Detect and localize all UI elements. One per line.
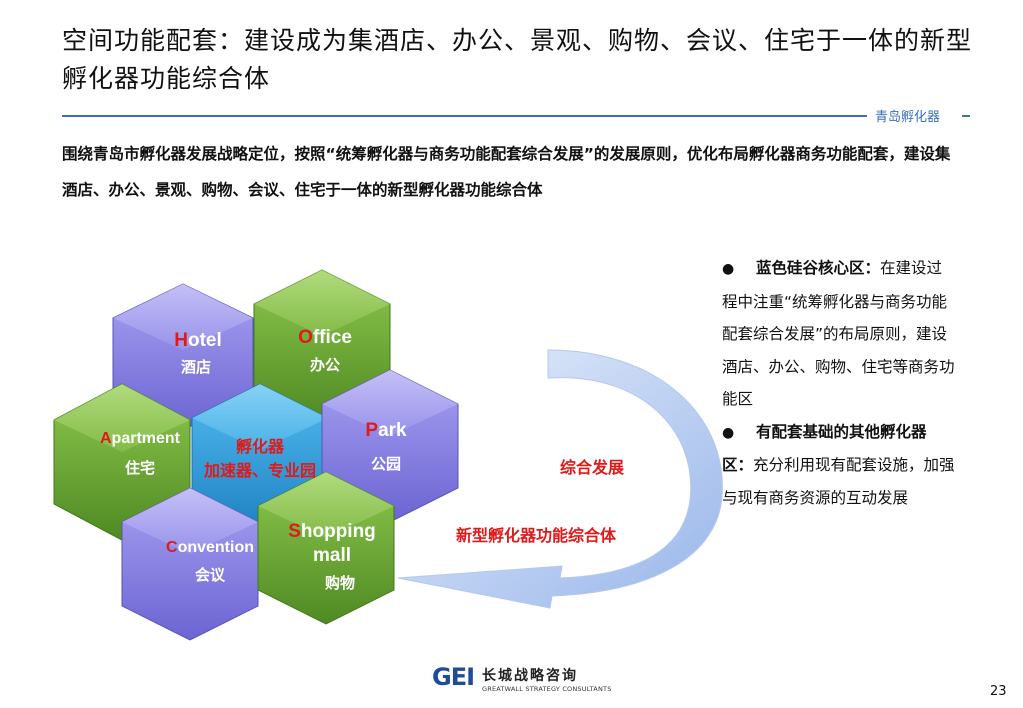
- logo-en-text: GREATWALL STRATEGY CONSULTANTS: [482, 685, 612, 693]
- apartment-cn-label: 住宅: [125, 459, 155, 477]
- hex-apartment: [53, 383, 191, 541]
- office-label: Office: [298, 327, 352, 348]
- apartment-label: Apartment: [100, 430, 181, 447]
- title-divider: [62, 115, 867, 117]
- bullet-head: 蓝色硅谷核心区：: [756, 259, 881, 277]
- convention-label: Convention: [166, 539, 254, 556]
- bullet-dot-icon: ●: [722, 424, 735, 441]
- page-number: 23: [990, 684, 1007, 699]
- office-cn-label: 办公: [310, 356, 340, 374]
- intro-paragraph: 围绕青岛市孵化器发展战略定位，按照“统筹孵化器与商务功能配套综合发展”的发展原则…: [62, 145, 951, 199]
- bullet-item-other: ●有配套基础的其他孵化器区：充分利用现有配套设施，加强与现有商务资源的互动发展: [722, 416, 957, 515]
- bullet-list: ● 蓝色硅谷核心区：在建设过程中注重“统筹孵化器与商务功能配套综合发展”的布局原则…: [722, 252, 957, 514]
- arrow-label-top: 综合发展: [560, 458, 625, 477]
- logo-mark: GEI: [432, 663, 475, 691]
- cycle-arrow: [397, 349, 723, 609]
- park-label: Park: [365, 420, 407, 441]
- center-label-line2: 加速器、专业园: [203, 461, 316, 480]
- page-title: 空间功能配套：建设成为集酒店、办公、景观、购物、会议、住宅于一体的新型孵化器功能…: [62, 26, 973, 93]
- bullet-head: 有配套基础的其他孵化器区：: [722, 422, 927, 475]
- hex-hotel: [112, 283, 254, 431]
- bullet-item-core: ● 蓝色硅谷核心区：在建设过程中注重“统筹孵化器与商务功能配套综合发展”的布局原则…: [722, 252, 957, 416]
- hotel-cn-label: 酒店: [181, 358, 211, 376]
- brand-label: 青岛孵化器: [875, 110, 941, 125]
- park-cn-label: 公园: [371, 456, 401, 473]
- company-logo: GEI 长城战略咨询 GREATWALL STRATEGY CONSULTANT…: [432, 663, 611, 697]
- hex-convention: [121, 487, 259, 641]
- bullet-body: 在建设过程中注重“统筹孵化器与商务功能配套综合发展”的布局原则，建设酒店、办公、…: [722, 259, 955, 408]
- hex-shopping: [257, 471, 395, 625]
- shopping-cn-label: 购物: [325, 574, 355, 592]
- bullet-body: 充分利用现有配套设施，加强与现有商务资源的互动发展: [722, 456, 955, 507]
- bullet-dot-icon: ●: [722, 261, 735, 277]
- shopping-label-line2: mall: [313, 545, 351, 566]
- convention-cn-label: 会议: [195, 566, 226, 584]
- shopping-label: Shopping: [288, 521, 376, 542]
- hotel-label: Hotel: [174, 330, 222, 351]
- center-label-line1: 孵化器: [236, 437, 285, 456]
- arrow-label-bottom: 新型孵化器功能综合体: [456, 526, 617, 545]
- logo-cn-text: 长城战略咨询: [482, 668, 578, 684]
- brand-dash: [962, 115, 970, 117]
